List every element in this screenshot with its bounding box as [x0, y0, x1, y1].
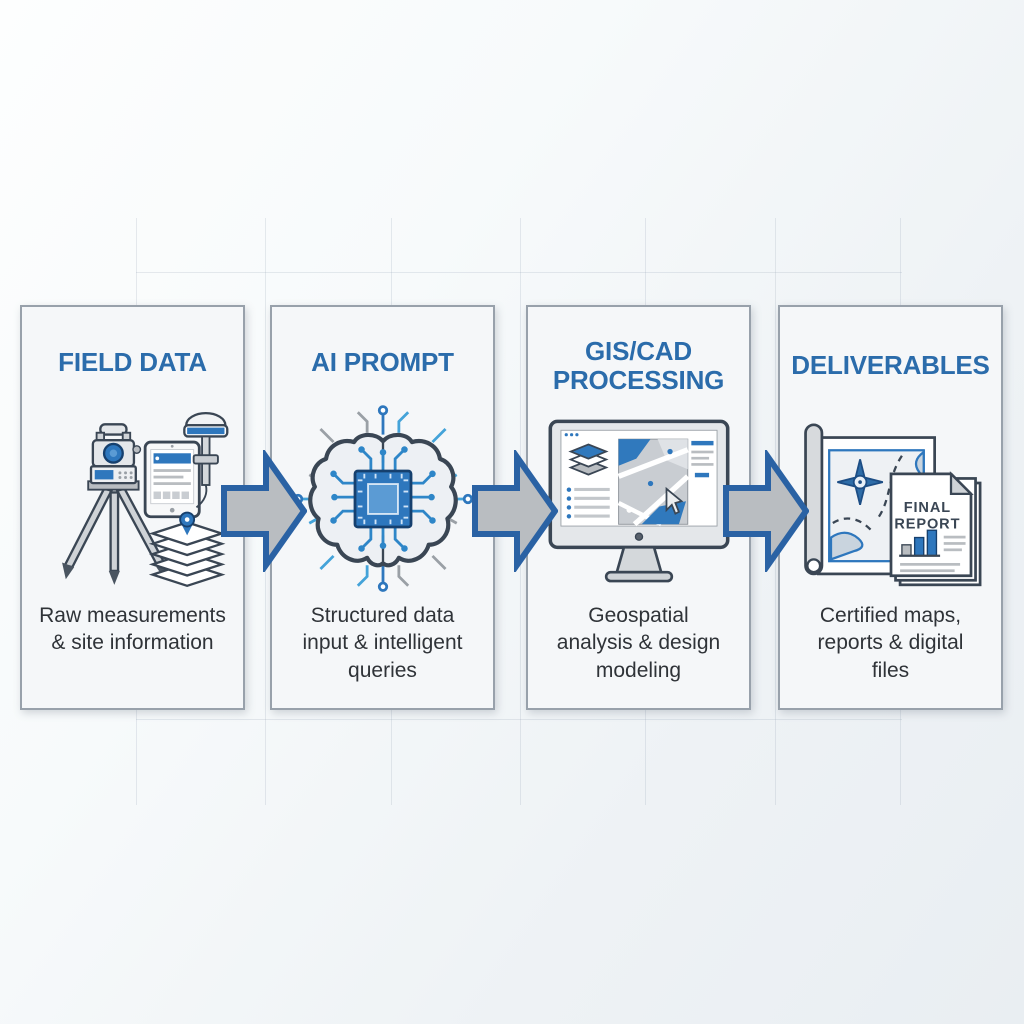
stage-title: GIS/CAD PROCESSING: [552, 335, 725, 395]
layers-panel-icon: [566, 443, 610, 519]
flow-arrow-2-right-icon: [472, 447, 559, 575]
flow-arrow-3-right-icon: [723, 447, 810, 575]
stage-description: Geospatial analysis & design modeling: [556, 604, 721, 682]
cursor-icon: [665, 486, 683, 515]
cpu-chip-icon: [353, 469, 412, 529]
stage-title: AI PROMPT: [311, 346, 454, 377]
final-report-label-line1: FINAL: [903, 500, 950, 516]
brain-circuit-traces: [329, 446, 436, 552]
ai-prompt-illustration: [292, 405, 473, 592]
final-report-icon: FINAL REPORT: [889, 470, 981, 586]
map-viewport: [617, 438, 690, 526]
field-data-illustration: [61, 412, 228, 588]
final-report-label-line2: REPORT: [894, 516, 960, 532]
deliverables-illustration: FINAL REPORT: [803, 422, 981, 586]
compass-rose-icon: [836, 458, 883, 505]
map-and-report-icon: FINAL REPORT: [780, 403, 1001, 602]
flow-arrow-1-right-icon: [221, 447, 308, 575]
stage-card-deliverables: DELIVERABLES: [778, 305, 1003, 710]
tablet-icon: [143, 440, 201, 519]
stage-description: Certified maps, reports & digital files: [817, 604, 964, 682]
stage-title: DELIVERABLES: [791, 350, 990, 381]
stage-card-ai-prompt: AI PROMPT: [270, 305, 495, 710]
stage-card-field-data: FIELD DATA: [20, 305, 245, 710]
surveying-equipment-icon: [22, 396, 243, 602]
monitor-icon: [548, 419, 729, 549]
bar-chart-icon: [898, 529, 940, 557]
ai-brain-chip-icon: [272, 396, 493, 602]
stage-title: FIELD DATA: [58, 346, 207, 377]
gis-workstation-icon: [528, 403, 749, 602]
total-station-icon: [89, 423, 141, 485]
monitor-stand: [604, 545, 673, 582]
map-layers-icon: [148, 511, 225, 588]
gis-processing-illustration: [548, 419, 729, 582]
grid-line-horizontal: [136, 272, 902, 273]
info-panel: [690, 440, 714, 477]
stage-card-gis-cad-processing: GIS/CAD PROCESSING: [526, 305, 751, 710]
stage-description: Structured data input & intelligent quer…: [302, 604, 463, 682]
gnss-receiver-icon: [182, 412, 228, 509]
grid-line-horizontal: [136, 719, 902, 720]
stage-description: Raw measurements & site information: [39, 604, 226, 655]
